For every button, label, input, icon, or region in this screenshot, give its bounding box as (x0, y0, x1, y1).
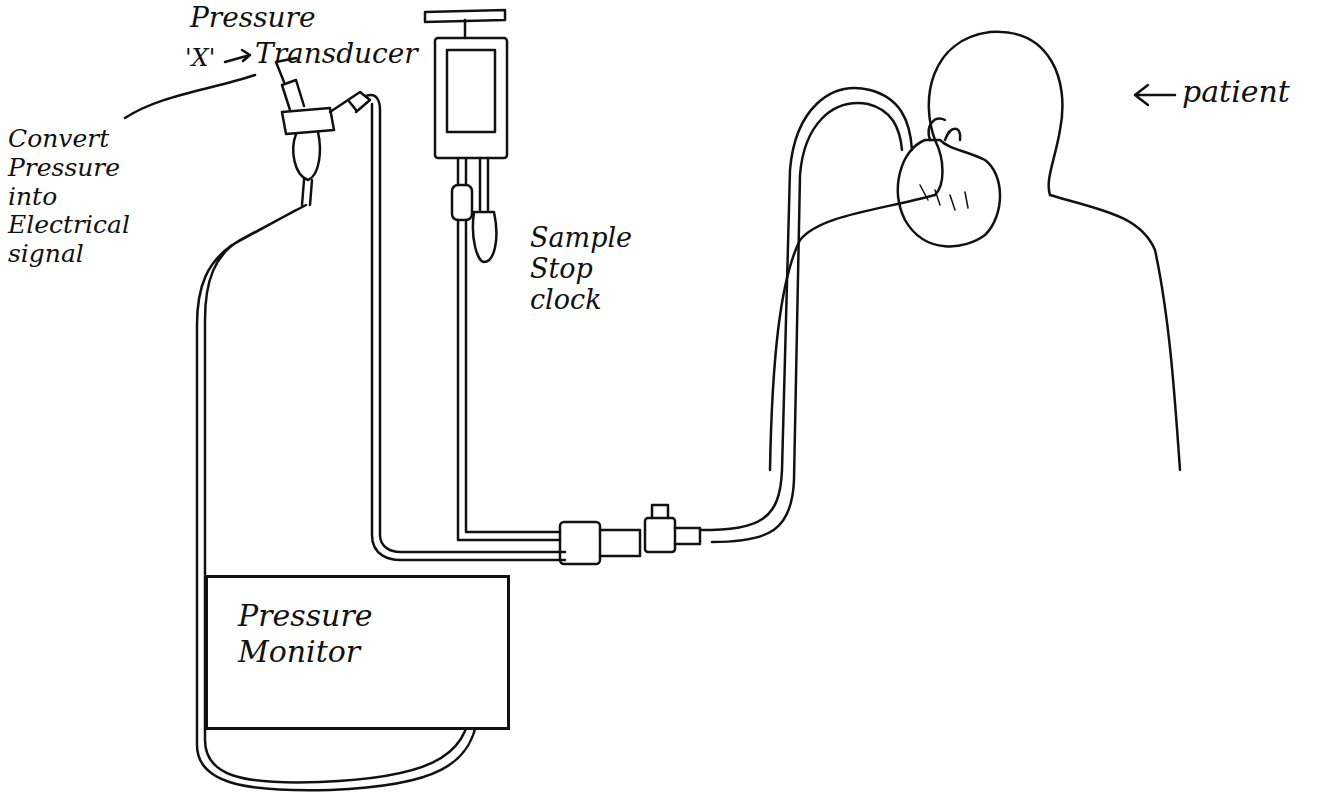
callout-arrow (225, 50, 250, 62)
heart (898, 140, 1000, 246)
stopcock-port (600, 530, 640, 556)
catheter (712, 103, 902, 542)
pressure-line (366, 95, 565, 560)
transducer-dome (282, 108, 334, 134)
stopcock (560, 522, 600, 564)
stopcock (645, 518, 675, 552)
connector (675, 528, 700, 544)
patient-outline (770, 32, 1180, 470)
callout-arrow (1135, 85, 1175, 105)
part-label: patient (1182, 75, 1322, 110)
drip-chamber (452, 185, 472, 220)
sample-tube (480, 158, 488, 210)
stopcock-handle (652, 505, 668, 518)
bag-tube (458, 158, 466, 185)
heart-vessels (929, 119, 961, 140)
part-label: Pressure (190, 2, 390, 34)
box-label: Pressure Monitor (238, 598, 418, 670)
sample-bulb (473, 212, 496, 262)
part-label: Convert Pressure into Electrical signal (8, 125, 143, 269)
leader-line (125, 75, 255, 118)
iv-hook (464, 20, 467, 38)
flush-bag-window (447, 50, 495, 132)
catheter (700, 88, 912, 530)
transducer-plug (302, 180, 312, 205)
part-label: 'X' (185, 45, 225, 73)
transducer-port (330, 92, 370, 112)
part-label: Sample Stop clock (530, 222, 640, 315)
monitor-box: Pressure Monitor (205, 575, 510, 730)
part-label: Transducer (255, 38, 455, 70)
transducer-body (293, 132, 320, 180)
heart-detail (920, 185, 968, 210)
flush-bag (435, 38, 507, 158)
